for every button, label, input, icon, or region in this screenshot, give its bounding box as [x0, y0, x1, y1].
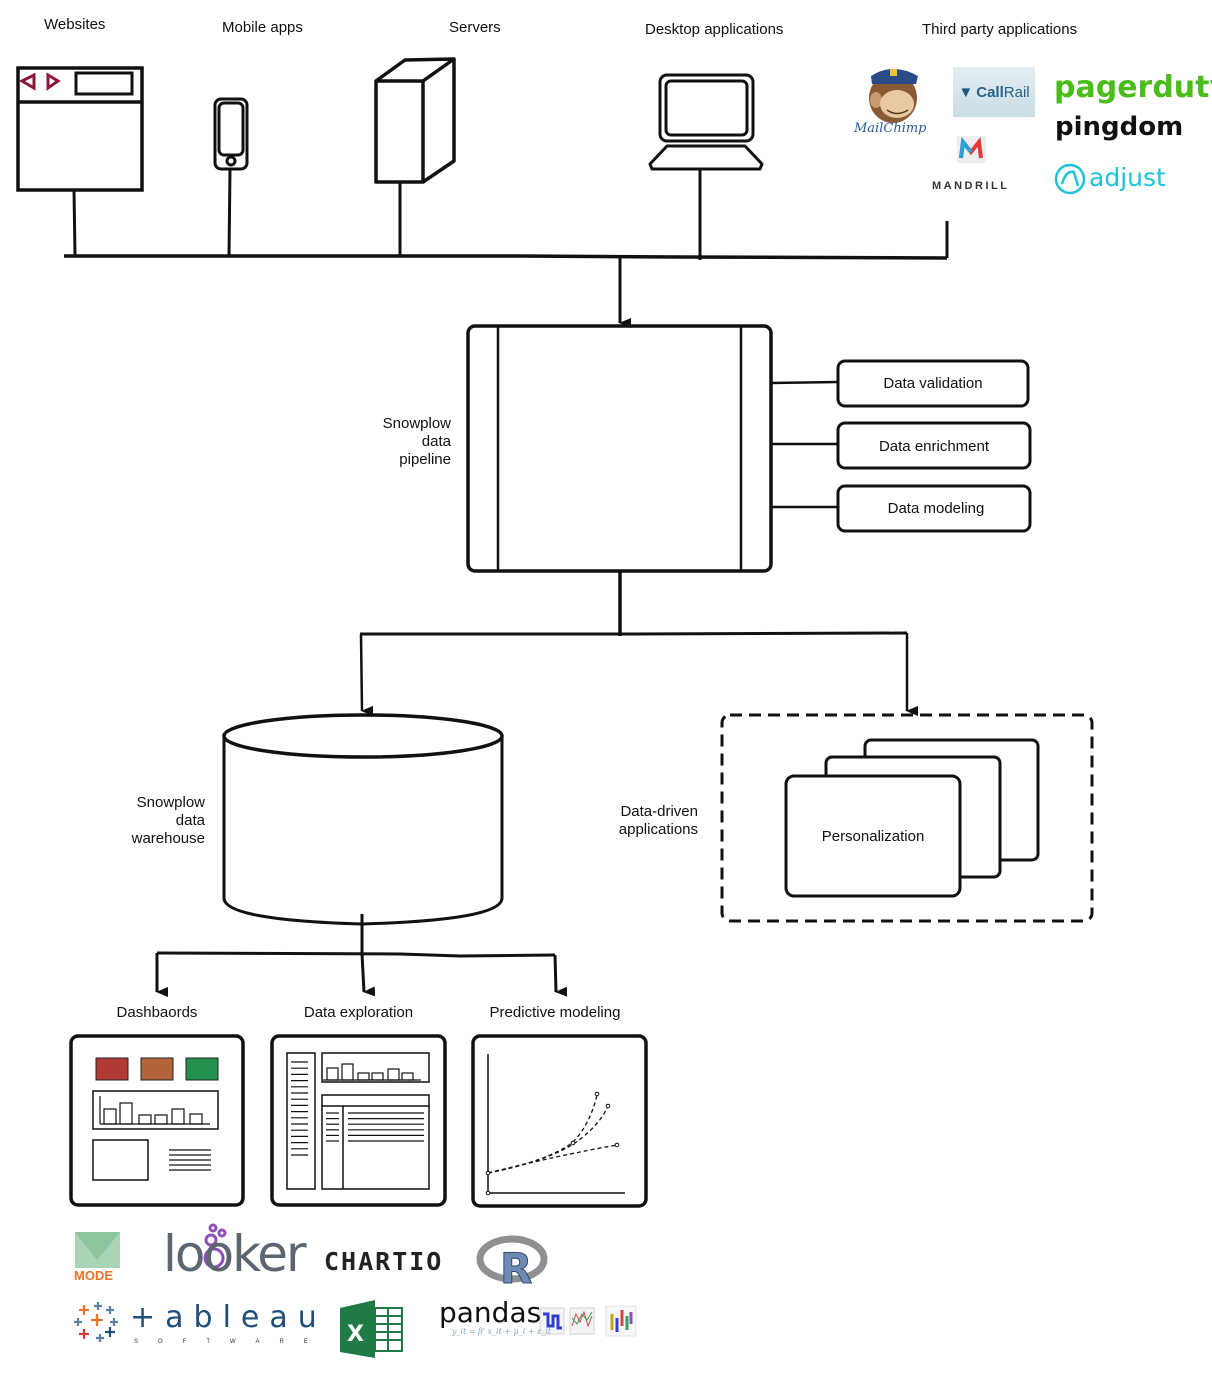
- label-dashboards: Dashbaords: [116, 1004, 198, 1021]
- step-box-modeling: [836, 484, 1032, 533]
- arrow-to-exploration: [360, 953, 376, 997]
- mailchimp-logo: MailChimp: [854, 121, 927, 136]
- pingdom-logo: pingdom: [1055, 112, 1184, 142]
- label-desktop-applications: Desktop applications: [645, 21, 784, 38]
- adjust-icon: [1054, 163, 1086, 195]
- arrow-to-warehouse: [359, 633, 374, 716]
- mobile-phone-icon: [213, 97, 249, 171]
- step-box-enrichment: [836, 421, 1032, 470]
- trend-line-3: [487, 1144, 618, 1174]
- callrail-pin-glyph: ▼: [958, 83, 974, 101]
- mailchimp-monkey-icon: [869, 69, 918, 123]
- label-mobile-apps: Mobile apps: [222, 19, 303, 36]
- mobile-connector: [227, 168, 232, 257]
- tableau-subtitle: SOFTWARE: [134, 1339, 328, 1345]
- warehouse-label-line3: warehouse: [131, 830, 205, 847]
- chartio-logo: CHARTIO: [324, 1247, 444, 1276]
- pipeline-label-line1: Snowplow: [382, 415, 451, 432]
- dashboard-tile-green: [185, 1057, 219, 1081]
- label-data-exploration: Data exploration: [303, 1004, 414, 1021]
- mandrill-icon: [957, 136, 986, 163]
- dashboard-tile-orange: [140, 1057, 174, 1081]
- pipeline-label-line3: pipeline: [399, 451, 451, 468]
- step-box-validation: [836, 359, 1030, 408]
- data-exploration-sketch: [270, 1034, 447, 1207]
- warehouse-cylinder: [222, 713, 504, 926]
- looker-accent-icon: [203, 1223, 227, 1269]
- excel-letter: X: [347, 1322, 364, 1347]
- adjust-logo: adjust: [1089, 163, 1166, 192]
- mandrill-logo: MANDRILL: [932, 180, 1010, 192]
- personalization-card-label: Personalization: [821, 828, 925, 845]
- split-bus-line: [360, 631, 908, 636]
- app-card-front: [784, 774, 962, 898]
- r-letter: R: [500, 1244, 532, 1293]
- warehouse-label-line1: Snowplow: [136, 794, 205, 811]
- applications-dashed-container: [720, 713, 1094, 923]
- pipeline-step-connector-1: [770, 380, 839, 385]
- label-websites: Websites: [44, 16, 106, 33]
- predictive-modeling-sketch: [471, 1034, 648, 1208]
- pipeline-box: [466, 324, 773, 573]
- source-bus-line: [64, 254, 948, 260]
- consumer-bus-line: [156, 951, 556, 958]
- label-servers: Servers: [449, 19, 501, 36]
- server-icon: [374, 57, 456, 184]
- warehouse-label: Snowplow data warehouse: [110, 794, 205, 848]
- pagerduty-logo: pagerduty: [1054, 70, 1212, 105]
- dashboard-sketch: [69, 1034, 245, 1207]
- dashboard-tile-red: [95, 1057, 129, 1081]
- applications-label-line1: Data-driven: [620, 803, 698, 820]
- pandas-equation: y_it = β' x_it + μ_i + ε_it: [452, 1327, 552, 1336]
- arrow-to-predictive: [553, 954, 568, 997]
- website-connector: [72, 189, 77, 257]
- callrail-text-light: Rail: [1003, 83, 1030, 101]
- callrail-text-bold: Call: [976, 83, 1004, 101]
- warehouse-label-line2: data: [175, 812, 205, 829]
- applications-label-line2: applications: [618, 821, 698, 838]
- pipeline-label-line2: data: [421, 433, 451, 450]
- desktop-computer-icon: [648, 73, 764, 171]
- pandas-chart-thumbnails: [539, 1305, 637, 1337]
- label-predictive-modeling: Predictive modeling: [489, 1004, 621, 1021]
- tableau-logo: +ableau: [130, 1300, 327, 1335]
- website-icon: [16, 66, 144, 192]
- step-data-enrichment: Data enrichment: [878, 438, 990, 455]
- looker-logo: looker: [163, 1225, 307, 1283]
- step-data-validation: Data validation: [883, 375, 983, 392]
- r-logo-icon: R: [476, 1235, 548, 1294]
- mode-logo-icon: [75, 1232, 120, 1268]
- excel-logo-icon: X: [340, 1300, 403, 1358]
- tableau-cross-icon: [74, 1302, 118, 1342]
- applications-label: Data-driven applications: [598, 803, 698, 839]
- mode-logo: MODE: [74, 1268, 113, 1283]
- step-data-modeling: Data modeling: [887, 500, 985, 517]
- pandas-logo: pandas: [439, 1296, 542, 1329]
- label-third-party-applications: Third party applications: [922, 21, 1078, 38]
- pipeline-label: Snowplow data pipeline: [368, 415, 451, 469]
